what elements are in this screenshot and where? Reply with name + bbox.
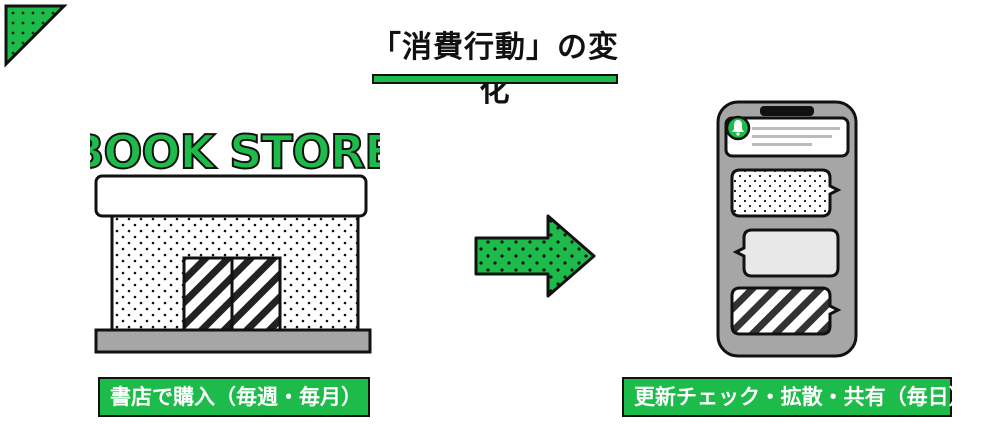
caption-smartphone: 更新チェック・拡散・共有（毎日） (622, 377, 970, 417)
store-door-left (182, 256, 234, 334)
page-title: 「消費行動」の変化 (371, 30, 619, 109)
bookstore-illustration: BOOK STORE (90, 124, 380, 354)
corner-triangle-icon (4, 4, 68, 68)
phone-notch (760, 106, 814, 116)
bell-icon (725, 115, 751, 141)
chat-bubble-plain (732, 228, 840, 278)
right-arrow-icon (474, 214, 596, 298)
caption-bookstore: 書店で購入（毎週・毎月） (98, 377, 370, 417)
store-base (94, 328, 372, 354)
store-door-right (230, 256, 282, 334)
store-sign: BOOK STORE (90, 125, 380, 179)
store-awning (94, 174, 368, 218)
chat-bubble-dotted (730, 168, 842, 218)
title-underline (372, 74, 618, 84)
smartphone-illustration (716, 100, 858, 358)
chat-bubble-striped (730, 286, 842, 336)
